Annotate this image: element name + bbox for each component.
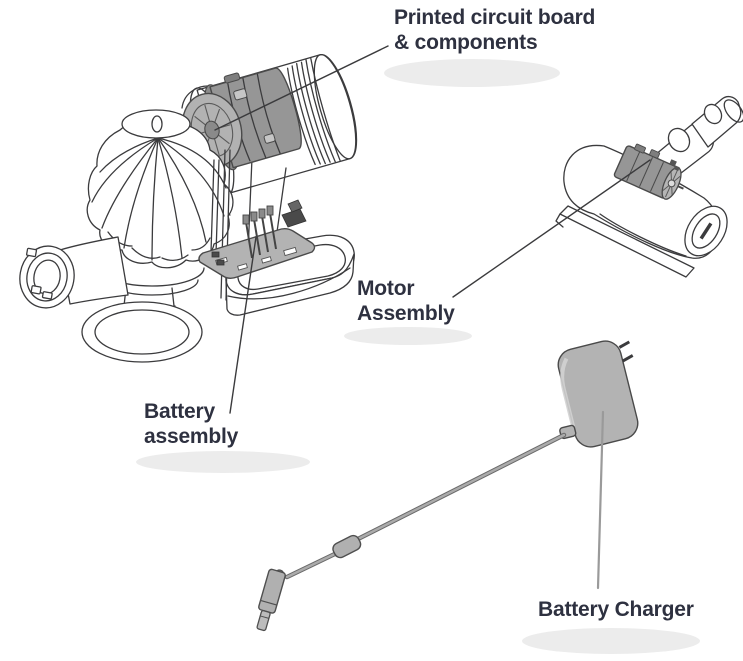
smudge-marks (136, 59, 700, 654)
nozzle (19, 236, 129, 309)
motor-assembly-label: Motor Assembly (357, 276, 455, 326)
bin-base (81, 287, 203, 363)
smudge-under-battery-label (136, 451, 310, 473)
pcb-connector-block (281, 208, 307, 228)
motor-assembly-label-line1: Motor (357, 277, 415, 300)
pcb-pins (245, 212, 277, 259)
pcb-label-line2: & components (394, 31, 538, 54)
smudge-under-pcb-label (384, 59, 560, 87)
battery-charger-illustration (256, 340, 639, 632)
motor-assembly-illustration (555, 95, 743, 278)
brush-motor (613, 143, 684, 200)
roller-body (563, 144, 728, 259)
charger-body (557, 340, 639, 448)
battery-assembly-label-line2: assembly (144, 425, 239, 448)
leader-line-pcb (214, 45, 389, 131)
leader-line-battery (229, 236, 257, 414)
smudge-under-charger-label (522, 628, 700, 654)
leader-line-motor (452, 159, 651, 298)
leader-line-charger (596, 410, 605, 590)
cyclone-assembly (86, 109, 234, 296)
battery-charger-label: Battery Charger (538, 597, 694, 622)
battery-assembly-label-line1: Battery (144, 400, 215, 423)
battery-charger-label-line1: Battery Charger (538, 598, 694, 621)
smudge-under-motor-label (344, 327, 472, 345)
charger-plug (256, 568, 286, 632)
pcb-board (198, 199, 316, 279)
pcb-label: Printed circuit board & components (394, 5, 595, 55)
ferrite-bead (332, 534, 362, 559)
handheld-vacuum-illustration (19, 53, 358, 363)
neck-connector (654, 95, 743, 181)
battery-assembly-label: Battery assembly (144, 399, 238, 449)
pcb-label-line1: Printed circuit board (394, 6, 596, 29)
charger-cable (284, 432, 567, 580)
motor-assembly-label-line2: Assembly (357, 302, 455, 325)
soleplate (559, 205, 695, 278)
